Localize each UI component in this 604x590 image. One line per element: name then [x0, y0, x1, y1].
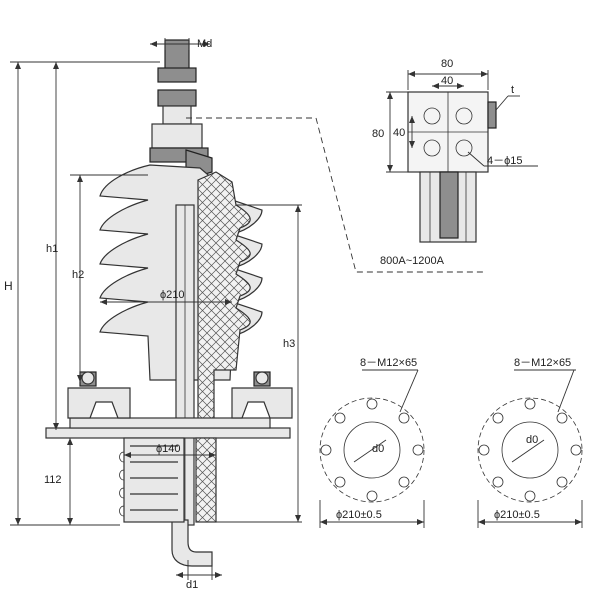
flange-right: d0 8－M12×65 ϕ210±0.5: [477, 357, 583, 528]
terminal-width-40: 40: [441, 75, 453, 87]
flange-left-bolts: 8－M12×65: [360, 357, 417, 369]
bushing-dimensions: Md H h1 h2 h3 112 ϕ210 ϕ140 d1: [4, 38, 486, 590]
head-cap: [151, 123, 203, 149]
label-h2: h2: [72, 269, 84, 281]
flange-left: d0 8－M12×65 ϕ210±0.5: [319, 357, 425, 528]
terminal-thickness: [487, 101, 497, 129]
label-d1: d1: [186, 579, 198, 590]
label-phi140: ϕ140: [156, 443, 181, 455]
flange-left-d0: d0: [372, 443, 384, 455]
terminal-current-rating: 800A~1200A: [380, 255, 445, 267]
flange-right-bolts: 8－M12×65: [514, 357, 571, 369]
stud-collar: [162, 105, 192, 125]
label-112: 112: [44, 474, 62, 486]
mounting-flange: [45, 427, 291, 439]
right-bracket: [231, 387, 293, 419]
terminal-height-40: 40: [393, 127, 405, 139]
flange-bolt-holes: [320, 398, 424, 502]
top-nut-lower: [157, 89, 197, 107]
terminal-hole: [423, 139, 441, 157]
flange-bolt-holes: [478, 398, 582, 502]
lower-insulator-section: [195, 437, 217, 523]
top-nut: [157, 67, 197, 83]
flange-outer: [319, 397, 425, 503]
terminal-hole: [455, 107, 473, 125]
flange-right-d0: d0: [526, 434, 538, 446]
flange-base: [69, 417, 271, 429]
flange-left-dia: ϕ210±0.5: [336, 509, 382, 521]
terminal-hole: [455, 139, 473, 157]
terminal-holes: 4－ϕ15: [487, 155, 523, 167]
bushing-side-view: [45, 39, 293, 567]
conductor-bend: [171, 519, 213, 567]
flange-right-dia: ϕ210±0.5: [494, 509, 540, 521]
terminal-height-80: 80: [372, 128, 384, 140]
left-bracket: [67, 387, 131, 419]
label-h1: h1: [46, 243, 58, 255]
terminal-hole: [423, 107, 441, 125]
flange-bore: [501, 421, 559, 479]
flange-bore: [343, 421, 401, 479]
label-h3: h3: [283, 338, 295, 350]
label-md: Md: [197, 38, 212, 50]
terminal-detail: 80 40 80 40 t 4－ϕ15 800A~1200A: [372, 58, 538, 267]
label-h: H: [4, 279, 13, 293]
terminal-t: t: [511, 84, 514, 96]
terminal-width-80: 80: [441, 58, 453, 70]
terminal-leader: [186, 117, 486, 273]
flange-outer: [477, 397, 583, 503]
label-phi210: ϕ210: [160, 289, 185, 301]
